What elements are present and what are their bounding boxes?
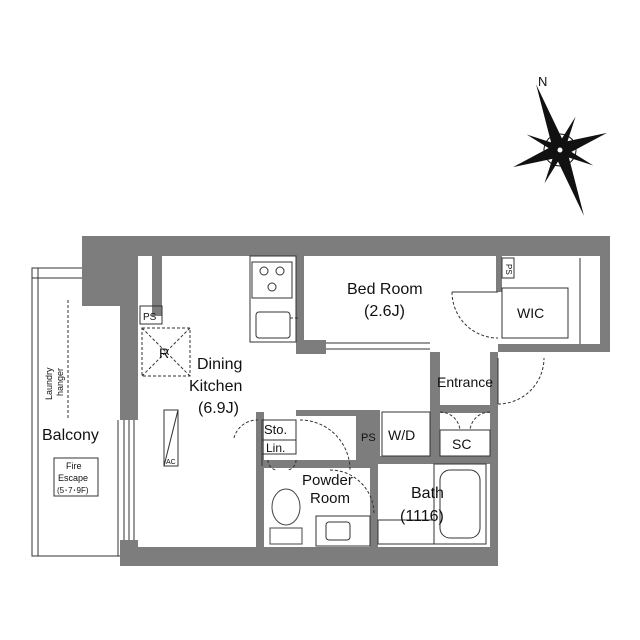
entrance-door (497, 357, 545, 405)
ps-left-label: PS (143, 312, 157, 323)
laundry-hanger-line2: hanger (55, 368, 65, 396)
kitchen-counter (249, 255, 300, 343)
compass-north-label: N (538, 74, 547, 89)
ps-right-label: PS (504, 264, 513, 275)
bath-size: (1116) (400, 508, 444, 525)
fire-escape-line2: Escape (58, 473, 88, 483)
fire-escape-hatch: Fire Escape (5･7･9F) (53, 457, 99, 497)
lin-box (261, 439, 297, 455)
windows (120, 342, 430, 540)
bath-label: Bath (411, 485, 444, 502)
refrigerator (141, 327, 191, 377)
ac-unit (163, 409, 179, 467)
wic-label: WIC (517, 305, 544, 321)
balcony-label: Balcony (42, 427, 99, 444)
lin-label: Lin. (266, 441, 285, 455)
ps-center-label: PS (361, 432, 376, 444)
dining-kitchen-size: (6.9J) (198, 400, 239, 417)
refrigerator-label: R (159, 345, 169, 361)
wic-area (501, 257, 581, 344)
sc-label: SC (452, 436, 471, 452)
bed-room-size: (2.6J) (364, 303, 405, 320)
bed-room-label: Bed Room (347, 281, 423, 298)
room-label: Room (310, 490, 350, 507)
entrance-label: Entrance (437, 374, 493, 390)
bathtub (377, 463, 487, 545)
sto-label: Sto. (264, 422, 287, 437)
ac-label: AC (166, 459, 176, 466)
balcony-area (31, 267, 120, 557)
dining-label: Dining (197, 356, 242, 373)
exterior-walls (82, 236, 610, 566)
fire-escape-line1: Fire (66, 461, 82, 471)
powder-label: Powder (302, 472, 353, 489)
bedroom-door (451, 291, 499, 339)
laundry-hanger-line1: Laundry (44, 367, 54, 400)
kitchen-label: Kitchen (189, 378, 242, 395)
toilet (269, 488, 303, 545)
fire-escape-line3: (5･7･9F) (57, 486, 89, 495)
wd-box (381, 411, 431, 457)
sc-box (439, 429, 491, 457)
compass-rose (513, 84, 607, 216)
wd-label: W/D (388, 427, 415, 443)
ps-left-box (139, 305, 163, 325)
washbasin-counter (315, 515, 371, 547)
